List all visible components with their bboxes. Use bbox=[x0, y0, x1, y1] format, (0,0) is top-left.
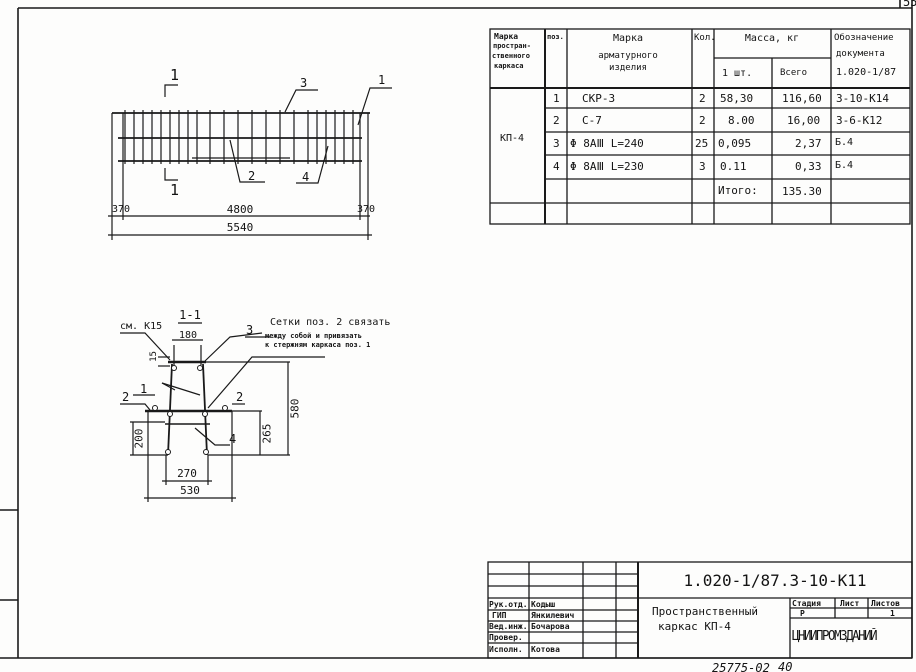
header-doc-3: 1.020-1/87 bbox=[836, 67, 897, 78]
section-mark-top: 1 bbox=[170, 66, 180, 84]
header-mass-total: Всего bbox=[780, 68, 808, 78]
cell-unit-mass: 0.11 bbox=[720, 160, 747, 173]
section-1-1 bbox=[120, 322, 325, 502]
drawing-title-1: Пространственный bbox=[652, 605, 758, 618]
role-label: Рук.отд. bbox=[489, 600, 528, 609]
title-block-grid bbox=[487, 561, 913, 659]
header-doc-2: документа bbox=[836, 49, 885, 59]
cell-total-mass: 16,00 bbox=[787, 114, 821, 127]
role-label: Исполн. bbox=[489, 645, 523, 654]
dim-top: 180 bbox=[178, 330, 198, 341]
spec-table-grid bbox=[489, 28, 911, 225]
total-label: Итого: bbox=[718, 184, 758, 197]
section-leader-pos1: 1 bbox=[140, 382, 148, 396]
header-doc-1: Обозначение bbox=[834, 33, 894, 43]
role-name: Янкилевич bbox=[531, 611, 575, 620]
section-note-1: Сетки поз. 2 связать bbox=[270, 317, 391, 328]
header-item-mark-2: арматурного bbox=[598, 51, 658, 61]
cell-doc: Б.4 bbox=[835, 160, 854, 171]
cell-doc: 3-6-К12 bbox=[836, 114, 883, 127]
cell-pos: 4 bbox=[553, 160, 560, 173]
dim-low-height: 200 bbox=[132, 428, 146, 449]
cell-mark: Φ 8АⅢ L=240 bbox=[570, 137, 644, 150]
cell-pos: 2 bbox=[553, 114, 560, 127]
section-leader-pos4: 4 bbox=[229, 432, 237, 446]
leader-pos3: 3 bbox=[300, 76, 308, 90]
header-frame-mark-3: ственного bbox=[492, 52, 530, 60]
role-label: ГИП bbox=[492, 611, 507, 620]
organization-name: ЦНИИПРОМЗДАНИЙ bbox=[792, 629, 878, 644]
role-name: Кодыш bbox=[531, 600, 556, 609]
header-frame-mark-2: простран- bbox=[493, 42, 531, 50]
cell-pos: 3 bbox=[553, 137, 560, 150]
section-note-2: между собой и привязать bbox=[265, 332, 362, 340]
document-designation: 1.020-1/87.3-10-К11 bbox=[683, 571, 867, 590]
cell-qty: 2 bbox=[699, 114, 706, 127]
cell-qty: 2 bbox=[699, 92, 706, 105]
role-label: Провер. bbox=[489, 633, 523, 642]
dim-outer-width: 530 bbox=[180, 484, 200, 497]
header-item-mark-1: Марка bbox=[612, 33, 644, 44]
stage-value: Р bbox=[800, 609, 805, 618]
header-mass-unit: 1 шт. bbox=[722, 68, 753, 79]
dim-mid-height: 265 bbox=[260, 423, 274, 444]
cell-mark: Φ 8АⅢ L=230 bbox=[570, 160, 644, 173]
sheets-value: 1 bbox=[890, 609, 895, 618]
header-item-mark-3: изделия bbox=[609, 63, 647, 73]
sheet-number: 55 bbox=[903, 0, 916, 9]
total-value: 135.30 bbox=[782, 185, 822, 198]
cell-total-mass: 2,37 bbox=[795, 137, 822, 150]
section-leader-pos3: 3 bbox=[246, 323, 254, 337]
dim-total: 5540 bbox=[226, 221, 254, 234]
drawing-title-2: каркас КП-4 bbox=[658, 620, 731, 633]
archive-page: 40 bbox=[778, 660, 793, 672]
dim-middle: 4800 bbox=[226, 203, 254, 216]
frame-mark-cell: КП-4 bbox=[500, 133, 525, 144]
section-leader-pos2b: 2 bbox=[236, 390, 244, 404]
leader-pos2: 2 bbox=[248, 169, 256, 183]
role-name: Бочарова bbox=[531, 622, 570, 631]
section-title: 1-1 bbox=[179, 308, 201, 322]
cell-unit-mass: 0,095 bbox=[718, 137, 752, 150]
leader-pos1: 1 bbox=[378, 73, 386, 87]
cell-unit-mass: 8.00 bbox=[728, 114, 755, 127]
cell-total-mass: 116,60 bbox=[782, 92, 822, 105]
sheets-label: Листов bbox=[871, 599, 900, 608]
cell-doc: Б.4 bbox=[835, 137, 854, 148]
section-ref: см. К15 bbox=[120, 321, 163, 332]
dim-inner-width: 270 bbox=[177, 467, 197, 480]
header-qty: Кол. bbox=[694, 33, 716, 43]
cell-mark: СКР-3 bbox=[582, 92, 616, 105]
header-pos: поз. bbox=[547, 33, 564, 41]
stage-label: Стадия bbox=[792, 599, 821, 608]
header-mass: Масса, кг bbox=[744, 33, 800, 44]
role-name: Котова bbox=[531, 645, 560, 654]
role-label: Вед.инж. bbox=[489, 622, 528, 631]
dim-height: 580 bbox=[288, 398, 302, 419]
section-note-3: к стержням каркаса поз. 1 bbox=[265, 341, 371, 349]
cell-total-mass: 0,33 bbox=[795, 160, 822, 173]
header-frame-mark-4: каркаса bbox=[494, 62, 524, 70]
cell-unit-mass: 58,30 bbox=[720, 92, 754, 105]
cell-qty: 3 bbox=[699, 160, 706, 173]
cell-doc: 3-10-К14 bbox=[836, 92, 889, 105]
section-mark-bottom: 1 bbox=[170, 181, 180, 199]
dim-cover: 15 bbox=[148, 351, 159, 362]
cell-qty: 25 bbox=[695, 137, 709, 150]
dim-right: 370 bbox=[357, 204, 376, 215]
archive-code: 25775-02 bbox=[712, 661, 770, 672]
leader-pos4: 4 bbox=[302, 170, 310, 184]
sheet-label: Лист bbox=[840, 599, 860, 608]
header-frame-mark-1: Марка bbox=[494, 32, 519, 41]
cell-mark: С-7 bbox=[582, 114, 602, 127]
cell-pos: 1 bbox=[553, 92, 560, 105]
frame-elevation bbox=[108, 84, 392, 240]
dim-left: 370 bbox=[112, 204, 131, 215]
section-leader-pos2a: 2 bbox=[122, 390, 130, 404]
